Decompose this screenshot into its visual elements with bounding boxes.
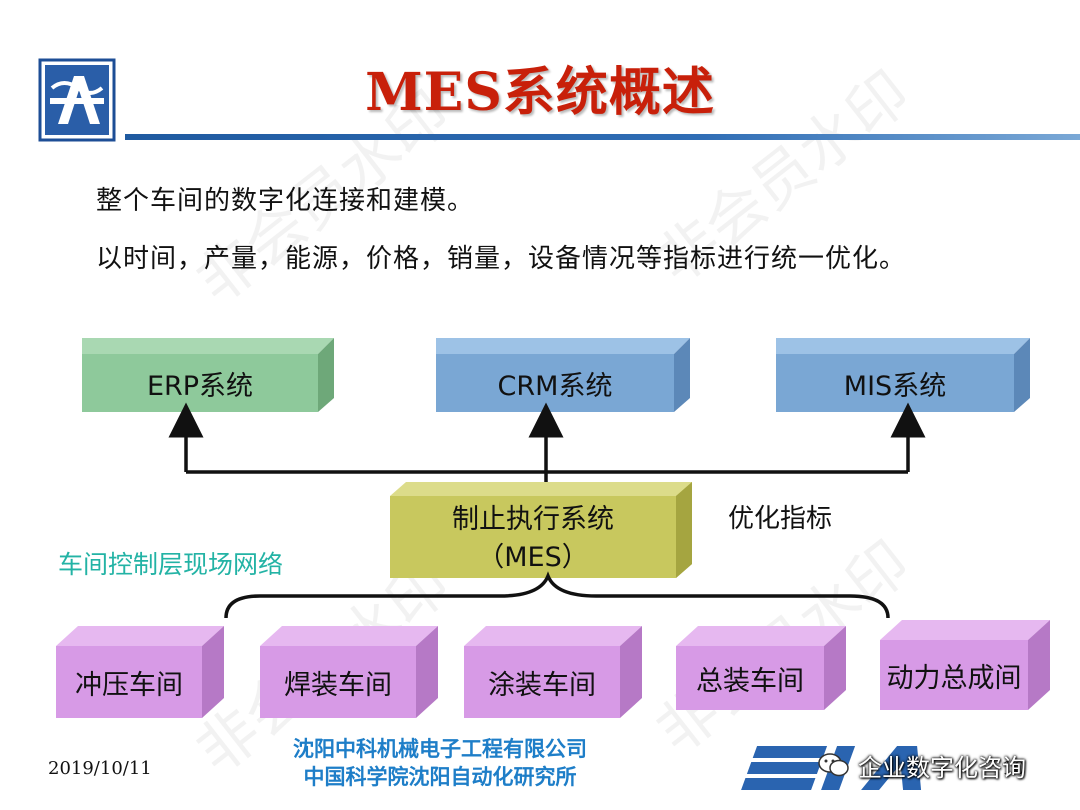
mes-system-box bbox=[390, 482, 692, 578]
workshop-label: 动力总成间 bbox=[886, 662, 1022, 694]
footer-org-line2: 中国科学院沈阳自动化研究所 bbox=[303, 765, 577, 789]
network-brace bbox=[224, 571, 890, 619]
mes-label-line2: （MES） bbox=[477, 541, 589, 573]
workshop-box-painting bbox=[464, 626, 642, 718]
erp-system-label: ERP系统 bbox=[146, 370, 254, 402]
workshop-label: 总装车间 bbox=[696, 665, 804, 697]
crm-system-label: CRM系统 bbox=[497, 370, 613, 402]
workshop-label: 焊装车间 bbox=[284, 669, 392, 701]
workshop-label: 冲压车间 bbox=[75, 669, 183, 701]
bullet-text: 整个车间的数字化连接和建模。 bbox=[96, 186, 475, 216]
footer-org-line1: 沈阳中科机械电子工程有限公司 bbox=[293, 737, 587, 761]
slide-title: MES系统概述 bbox=[365, 62, 715, 123]
connector-arrows bbox=[168, 402, 926, 488]
network-label: 车间控制层现场网络 bbox=[58, 550, 284, 579]
workshop-box-welding bbox=[260, 626, 438, 718]
footer-date: 2019/10/11 bbox=[48, 758, 152, 779]
workshop-box-powertrain bbox=[880, 620, 1050, 710]
institute-logo bbox=[38, 58, 116, 142]
mes-label-line1: 制止执行系统 bbox=[452, 503, 614, 535]
workshop-box-assembly bbox=[676, 626, 846, 710]
bullet-text: 以时间，产量，能源，价格，销量，设备情况等指标进行统一优化。 bbox=[96, 244, 907, 274]
wechat-account-watermark: 企业数字化咨询 bbox=[818, 745, 1026, 785]
crm-system-box bbox=[436, 338, 690, 412]
optimize-label: 优化指标 bbox=[728, 504, 833, 534]
erp-system-box bbox=[82, 338, 334, 412]
workshop-label: 涂装车间 bbox=[488, 669, 596, 701]
mis-system-box bbox=[776, 338, 1030, 412]
header-divider bbox=[125, 134, 1080, 140]
wechat-account-name: 企业数字化咨询 bbox=[858, 753, 1026, 782]
mis-system-label: MIS系统 bbox=[843, 370, 947, 402]
wechat-icon bbox=[818, 753, 849, 777]
workshop-box-stamping bbox=[56, 626, 224, 718]
page-number: 10 bbox=[1002, 758, 1025, 779]
